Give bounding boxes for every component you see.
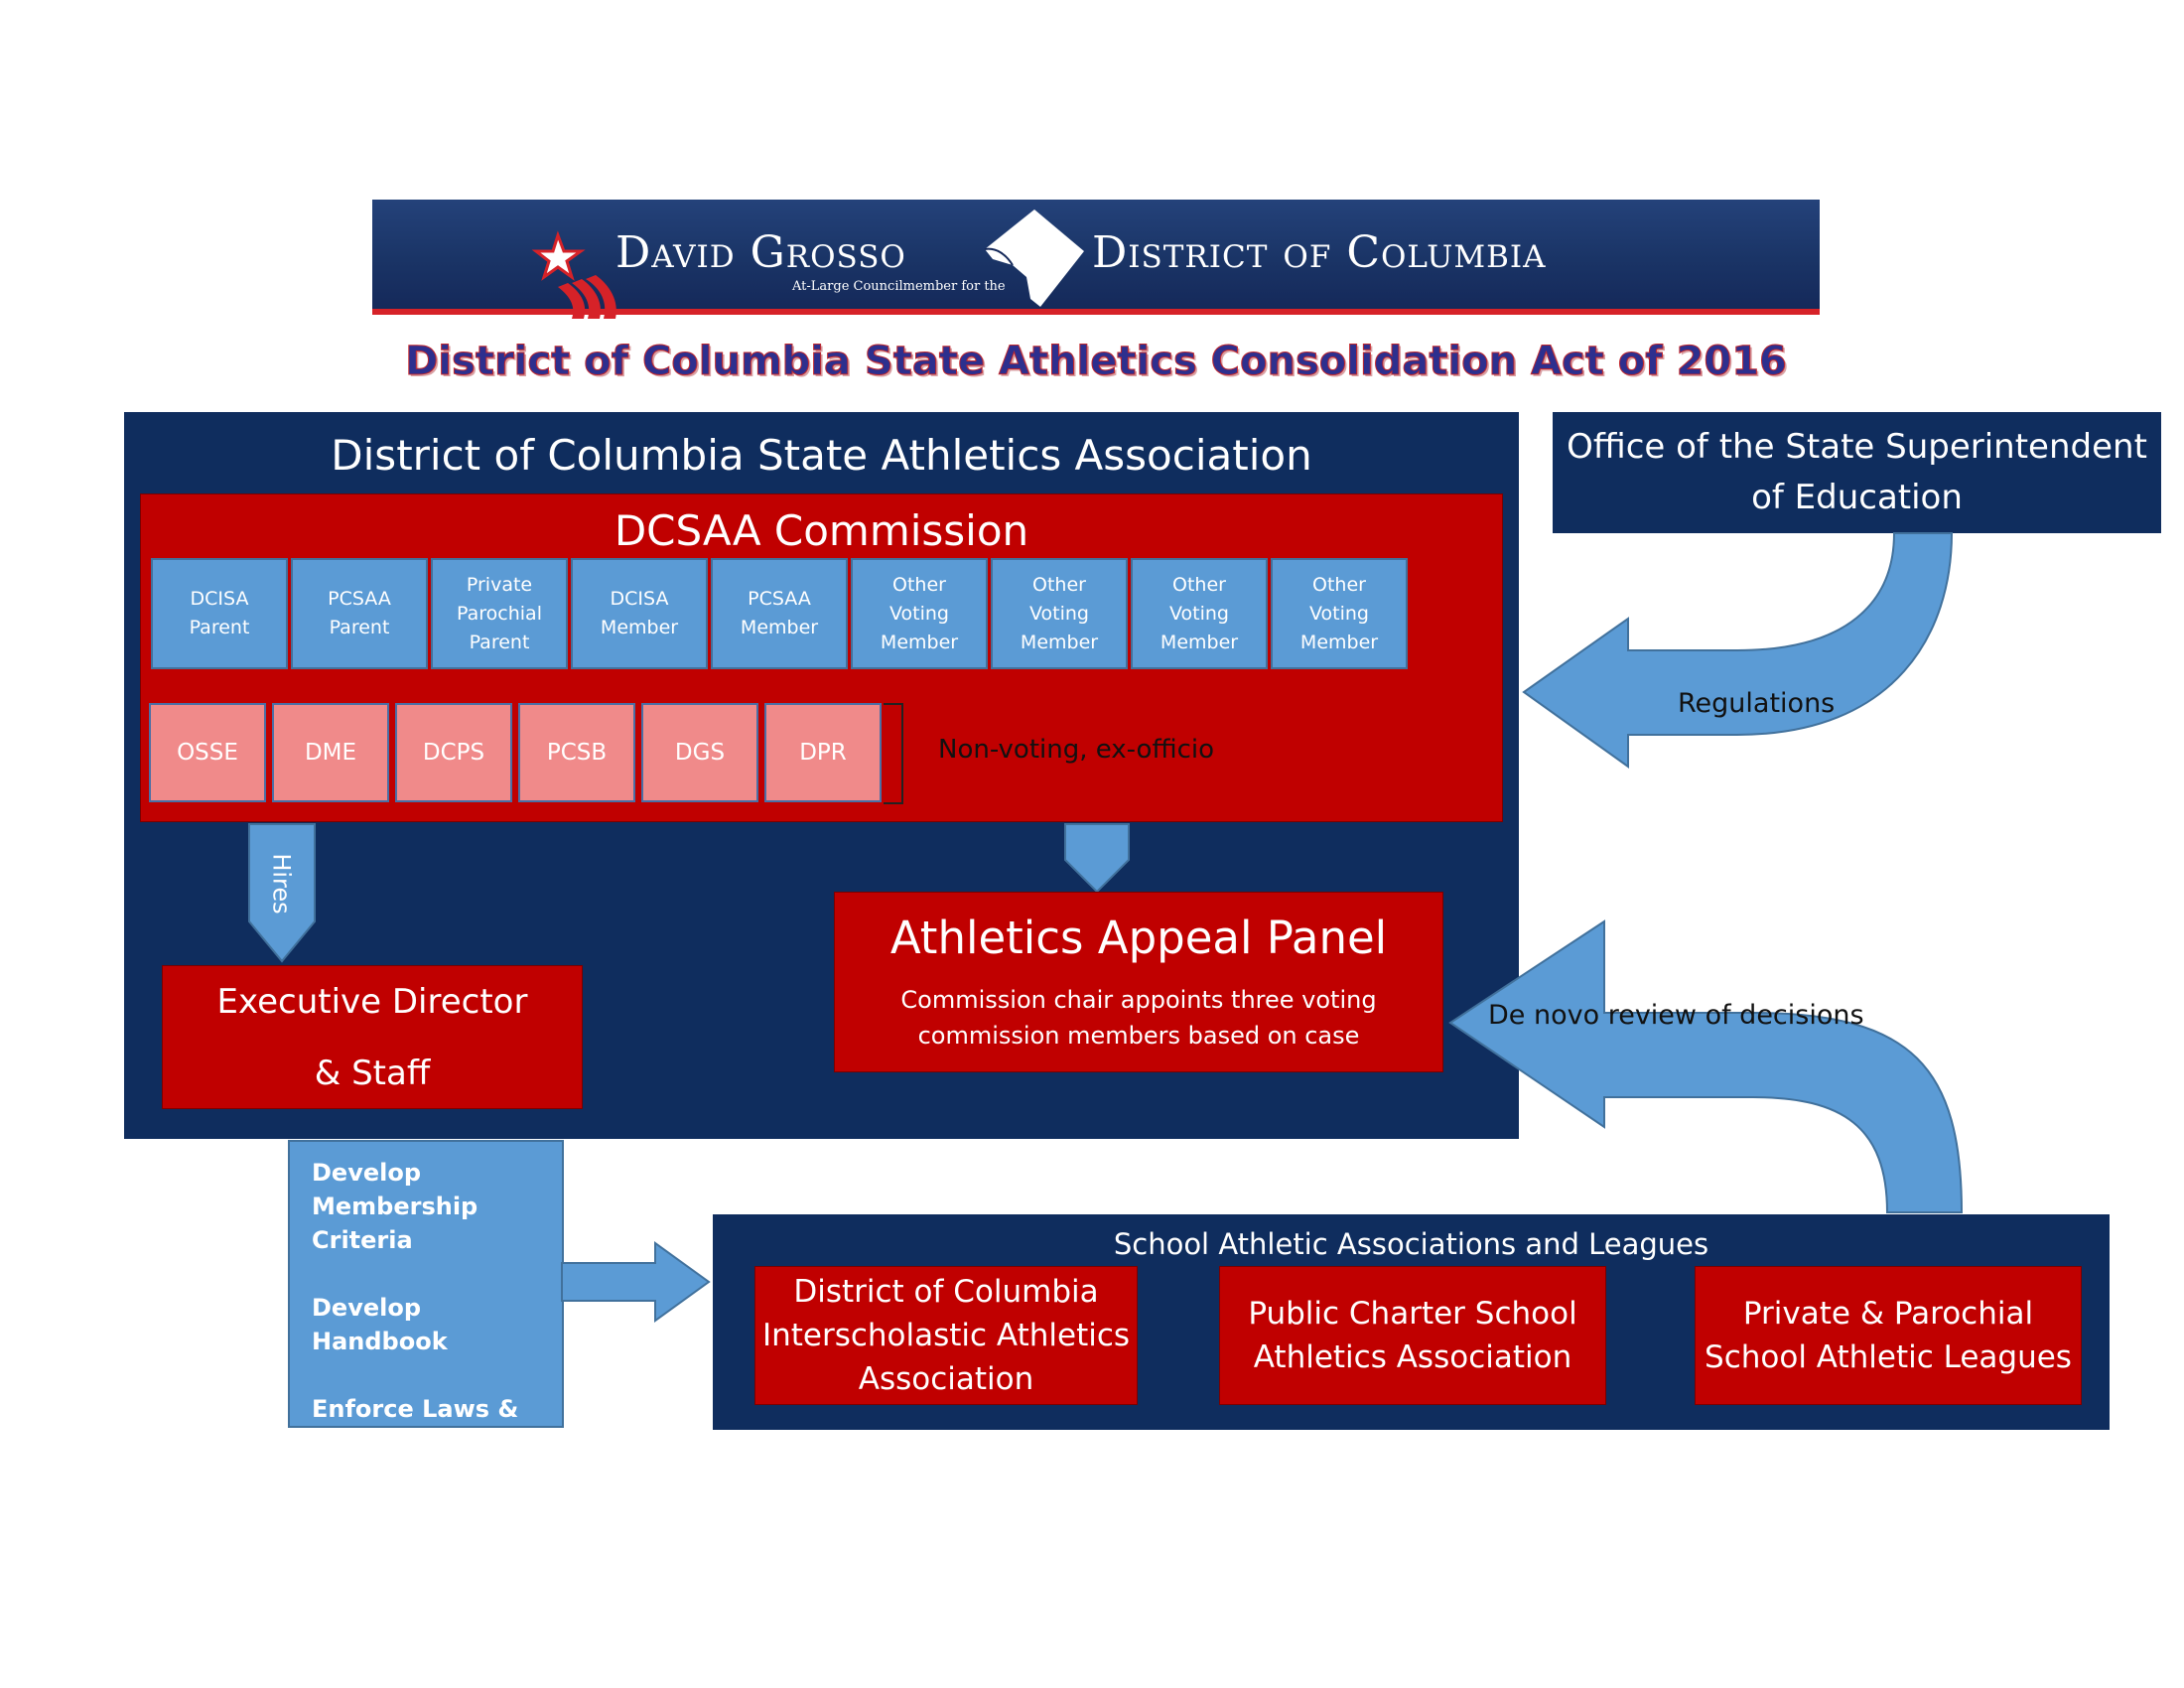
hires-arrow [248,823,316,963]
executive-line2: & Staff [314,1053,431,1093]
regulations-label: Regulations [1678,688,1836,719]
duty-line: Criteria [312,1226,413,1254]
duty-line: Develop Handbook [312,1294,448,1355]
league-line: Private & Parochial [1742,1296,2034,1332]
league-dciaa: District of Columbia Interscholastic Ath… [754,1266,1138,1405]
association-title: District of Columbia State Athletics Ass… [331,430,1312,480]
header-banner: David Grosso At-Large Councilmember for … [372,200,1820,319]
ex-officio-bracket [884,703,903,804]
league-line: Association [858,1361,1034,1397]
appeal-panel-box: Athletics Appeal Panel Commission chair … [834,892,1443,1072]
league-pcsaa: Public Charter School Athletics Associat… [1219,1266,1606,1405]
commission-title: DCSAA Commission [614,505,1029,555]
regulations-arrow [1522,532,1954,769]
duties-box: Develop Membership Criteria Develop Hand… [288,1140,564,1457]
appeal-desc-line2: commission members based on case [917,1021,1360,1050]
executive-director-box: Executive Director & Staff [162,965,583,1109]
duty-membership-criteria: Develop Membership Criteria [312,1156,562,1257]
duty-line: Develop [312,1159,422,1187]
ex-officio-member-5: DGS [641,703,758,802]
ex-officio-member-2: DME [272,703,389,802]
ex-officio-member-1: OSSE [149,703,266,802]
league-line: Interscholastic Athletics [761,1318,1131,1353]
duty-line: Enforce Laws & [312,1395,519,1423]
league-private-parochial: Private & Parochial School Athletic Leag… [1695,1266,2082,1405]
act-title: District of Columbia State Athletics Con… [405,339,1788,385]
review-arrow [1448,919,1964,1213]
appeal-desc-line1: Commission chair appoints three voting [900,985,1377,1014]
star-stripes-logo [531,230,616,319]
duties-arrow [561,1241,711,1323]
hires-label: Hires [267,853,296,914]
ex-officio-member-6: DPR [764,703,882,802]
review-label: De novo review of decisions [1488,1000,1864,1031]
duty-line: Regs [312,1429,378,1457]
leagues-title: School Athletic Associations and Leagues [1113,1227,1709,1261]
ex-officio-member-3: DCPS [395,703,512,802]
appeal-panel-description: Commission chair appoints three voting c… [900,982,1376,1054]
osse-line2: of Education [1751,478,1963,517]
duty-line: Membership [312,1193,478,1220]
osse-line1: Office of the State Superintendent [1567,427,2147,467]
banner-subtitle: At-Large Councilmember for the [792,279,1006,294]
osse-box: Office of the State Superintendent of Ed… [1553,412,2161,533]
ex-officio-member-4: PCSB [518,703,635,802]
appeal-arrow [1064,823,1130,894]
league-line: School Athletic Leagues [1705,1339,2072,1375]
league-line: District of Columbia [793,1274,1099,1310]
dc-map-icon [984,210,1084,307]
ex-officio-label: Non-voting, ex-officio [938,735,1215,765]
banner-name-right: District of Columbia [1092,227,1547,278]
appeal-panel-title: Athletics Appeal Panel [889,911,1388,964]
banner-name-left: David Grosso [615,227,906,278]
duty-handbook: Develop Handbook [312,1291,562,1358]
executive-line1: Executive Director [216,981,528,1022]
league-line: Public Charter School [1248,1296,1577,1332]
league-line: Athletics Association [1253,1339,1572,1375]
duty-enforce: Enforce Laws & Regs [312,1392,562,1460]
